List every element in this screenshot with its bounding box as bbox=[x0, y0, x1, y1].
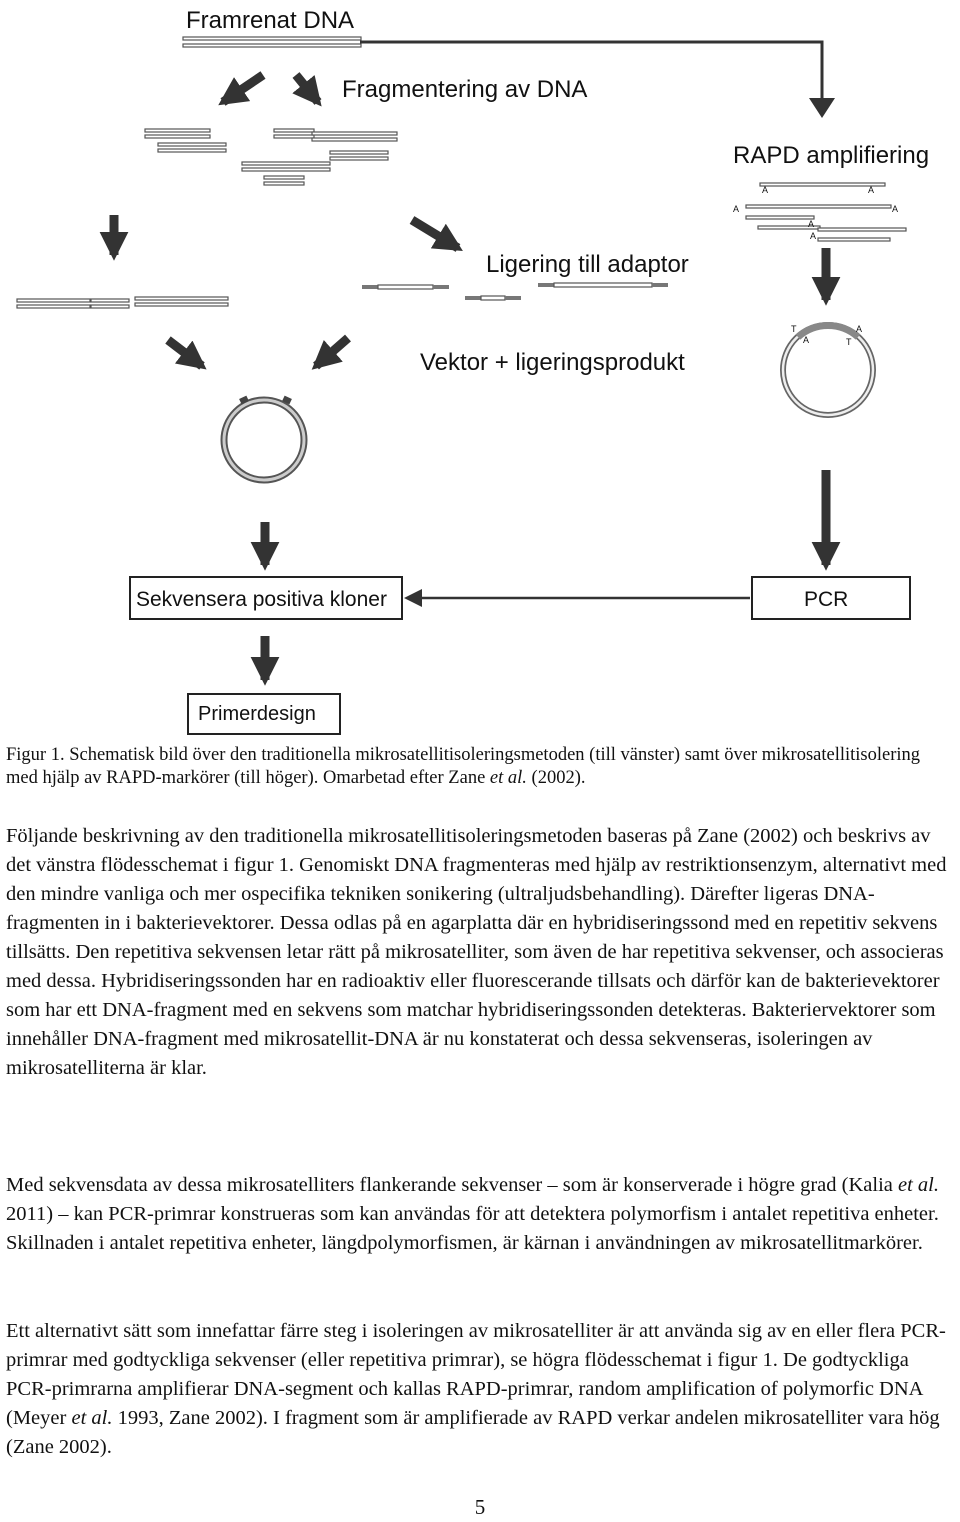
paragraph-3: Ett alternativt sätt som innefattar färr… bbox=[6, 1317, 954, 1462]
dna-fragments bbox=[144, 128, 398, 186]
paragraph-3-etal: et al. bbox=[71, 1407, 113, 1429]
pcr-label: PCR bbox=[804, 588, 848, 611]
genomic-dna bbox=[182, 36, 362, 48]
rapd-mark-a: A bbox=[810, 231, 816, 241]
title-rapd-amplifiering: RAPD amplifiering bbox=[733, 142, 929, 169]
arrow-to-ligering bbox=[409, 216, 463, 252]
paragraph-2-text-end: 2011) – kan PCR-primrar konstrueras som … bbox=[6, 1203, 939, 1254]
arrow-to-vector-right bbox=[311, 334, 351, 370]
caption-text-end: (2002). bbox=[526, 768, 586, 788]
figure-caption: Figur 1. Schematisk bild över den tradit… bbox=[6, 744, 946, 790]
plasmid-mark-a: A bbox=[856, 324, 862, 334]
paragraph-3-text-end: 1993, Zane 2002). I fragment som är ampl… bbox=[6, 1407, 940, 1458]
title-framrenat-dna: Framrenat DNA bbox=[186, 7, 354, 34]
rapd-mark-a: A bbox=[762, 185, 768, 195]
sekvensera-label: Sekvensera positiva kloner bbox=[136, 588, 387, 611]
title-vektor-ligeringsprodukt: Vektor + ligeringsprodukt bbox=[420, 349, 685, 376]
caption-etal: et al. bbox=[489, 768, 527, 788]
paragraph-2-etal: et al. bbox=[898, 1174, 939, 1196]
arrow-to-rapd bbox=[360, 40, 824, 100]
fragments-left bbox=[16, 296, 229, 309]
plasmid-mark-a: A bbox=[803, 335, 809, 345]
paragraph-2-text: Med sekvensdata av dessa mikrosatelliter… bbox=[6, 1174, 898, 1196]
flowchart-figure: Framrenat DNA Fragmentering av DNA RAPD … bbox=[16, 7, 929, 735]
vector-plasmid-left bbox=[220, 395, 308, 484]
rapd-mark-a: A bbox=[868, 185, 874, 195]
rapd-products: A A A A A A bbox=[733, 182, 907, 242]
rapd-mark-a: A bbox=[808, 219, 814, 229]
rapd-mark-a: A bbox=[733, 204, 739, 214]
sekvensera-box bbox=[129, 576, 403, 620]
caption-text: Figur 1. Schematisk bild över den tradit… bbox=[6, 745, 921, 788]
arrow-top-left bbox=[218, 71, 266, 106]
pcr-box bbox=[751, 576, 911, 620]
arrow-to-vector-left bbox=[165, 336, 207, 370]
plasmid-mark-t: T bbox=[846, 337, 852, 347]
primerdesign-label: Primerdesign bbox=[198, 703, 316, 725]
paragraph-1: Följande beskrivning av den traditionell… bbox=[6, 825, 947, 1079]
paragraph-3-text: Ett alternativt sätt som innefattar färr… bbox=[6, 1320, 946, 1429]
adaptor-ligated-fragments bbox=[362, 282, 668, 301]
page-number: 5 bbox=[474, 1495, 486, 1519]
paragraph-2: Med sekvensdata av dessa mikrosatelliter… bbox=[6, 1171, 954, 1258]
rapd-mark-a: A bbox=[892, 204, 898, 214]
title-fragmentering: Fragmentering av DNA bbox=[342, 76, 587, 103]
vector-plasmid-right: T A A T bbox=[780, 322, 876, 418]
arrow-top-mid bbox=[292, 72, 322, 107]
primerdesign-box bbox=[187, 693, 341, 735]
title-ligering: Ligering till adaptor bbox=[486, 251, 689, 278]
plasmid-mark-t: T bbox=[791, 324, 797, 334]
